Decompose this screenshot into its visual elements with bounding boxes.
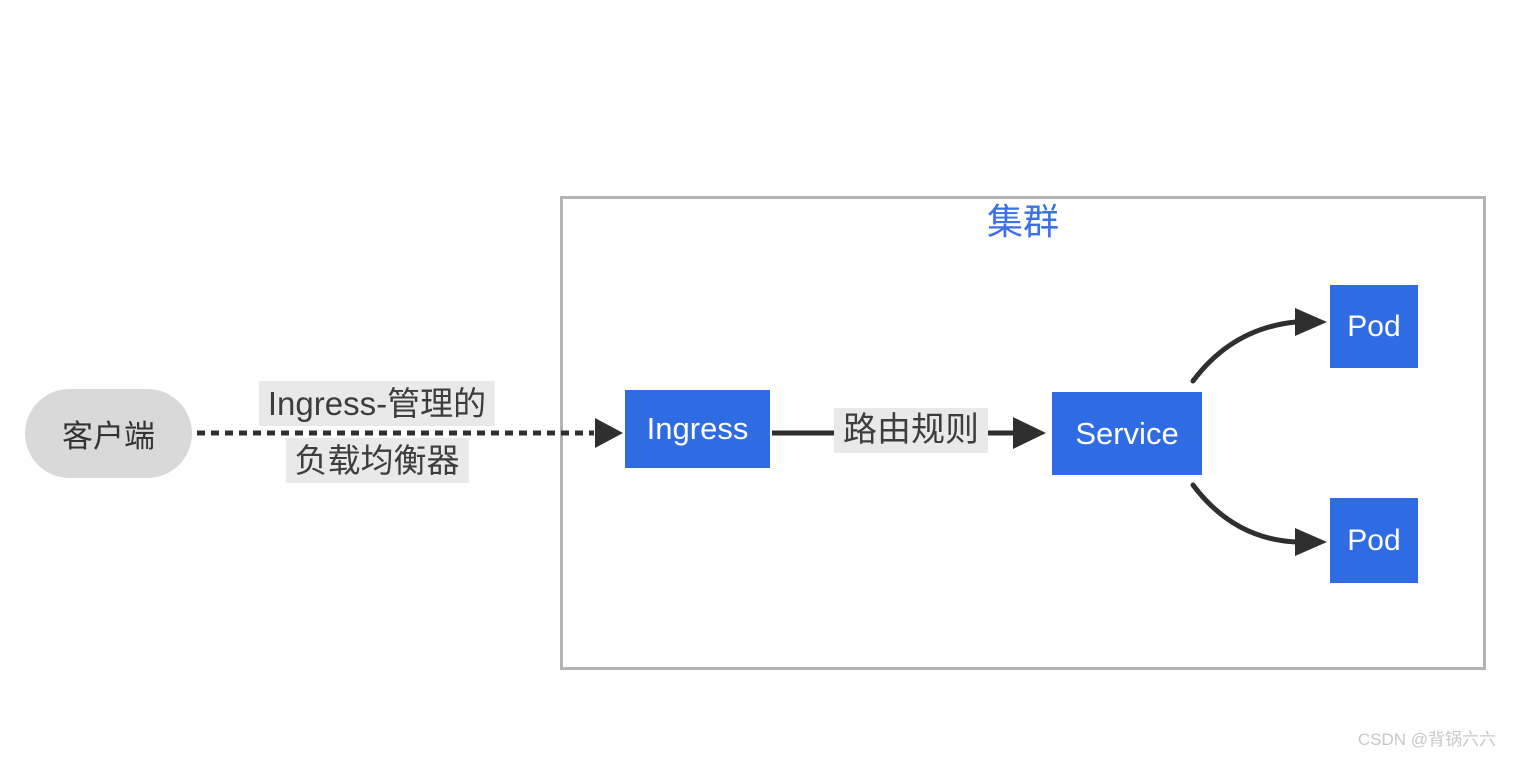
- pod-node-bottom: Pod: [1330, 498, 1418, 583]
- client-node: 客户端: [25, 389, 192, 478]
- service-node: Service: [1052, 392, 1202, 475]
- pod-node-top: Pod: [1330, 285, 1418, 368]
- ingress-node: Ingress: [625, 390, 770, 468]
- client-ingress-edge-label-line2: 负载均衡器: [285, 438, 469, 483]
- routing-rule-edge-label: 路由规则: [834, 408, 988, 453]
- client-ingress-edge-label: Ingress-管理的 负载均衡器: [258, 381, 496, 483]
- cluster-label: 集群: [986, 201, 1060, 242]
- watermark-text: CSDN @背锅六六: [1357, 730, 1496, 749]
- routing-rule-edge-label-text: 路由规则: [834, 408, 988, 453]
- client-ingress-edge-label-line1: Ingress-管理的: [258, 381, 496, 426]
